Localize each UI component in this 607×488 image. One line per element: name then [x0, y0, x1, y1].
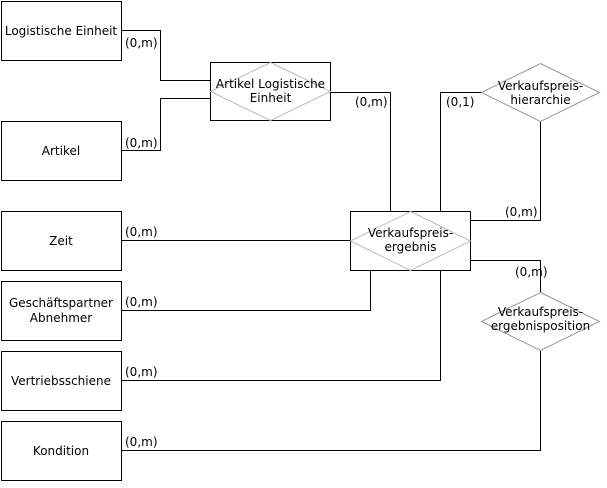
cardinality-geschaeftspartner: (0,m) — [125, 295, 158, 309]
edge-vph-bottom — [470, 121, 541, 221]
relationship-verkaufspreishierarchie — [480, 62, 601, 123]
relationship-ale-label-1: Artikel Logistische — [216, 77, 325, 91]
cardinality-logistische-einheit: (0,m) — [125, 36, 158, 50]
entity-vertriebsschiene-label: Vertriebsschiene — [11, 374, 111, 388]
edge-kondition — [121, 350, 541, 451]
entity-kondition-label: Kondition — [33, 444, 89, 458]
connection-lines — [121, 30, 541, 451]
entity-boxes — [1, 1, 122, 481]
cardinality-ale-vpe: (0,m) — [355, 95, 388, 109]
cardinality-artikel: (0,m) — [125, 136, 158, 150]
relationship-vph-label-2: hierarchie — [510, 93, 570, 107]
relationship-ale-label-2: Einheit — [250, 91, 292, 105]
entity-geschaeftspartner — [1, 281, 122, 341]
edge-ale-vpe — [330, 92, 391, 212]
relationship-vpe-label-1: Verkaufspreis- — [368, 226, 453, 240]
edge-vph-top — [440, 92, 482, 212]
cardinality-vertriebsschiene: (0,m) — [125, 365, 158, 379]
entity-zeit — [1, 211, 122, 271]
cardinality-zeit: (0,m) — [125, 225, 158, 239]
relationship-verkaufspreisergebnis — [349, 210, 472, 272]
entity-geschaeftspartner-label-2: Abnehmer — [30, 311, 92, 325]
relationship-vpe-label-2: ergebnis — [385, 240, 437, 254]
relationship-vpp-label-2: ergebnisposition — [491, 319, 590, 333]
entity-geschaeftspartner-label-1: Geschäftspartner — [9, 296, 113, 310]
entity-logistische-einheit — [1, 1, 122, 61]
entity-kondition — [1, 421, 122, 481]
entity-vertriebsschiene — [1, 351, 122, 411]
relationship-vph-label-1: Verkaufspreis- — [498, 79, 583, 93]
relationship-verkaufspreisergebnisposition — [480, 291, 601, 352]
relationship-vpp-label-1: Verkaufspreis- — [498, 305, 583, 319]
cardinality-vpp-top: (0,m) — [515, 265, 548, 279]
edge-vpp-top — [470, 260, 541, 293]
cardinality-vph-bottom: (0,m) — [505, 205, 538, 219]
cardinality-vph-top: (0,1) — [446, 95, 474, 109]
entity-artikel-label: Artikel — [42, 144, 80, 158]
cardinality-kondition: (0,m) — [125, 435, 158, 449]
entity-zeit-label: Zeit — [49, 234, 73, 248]
entity-logistische-einheit-label: Logistische Einheit — [5, 24, 118, 38]
relationship-artikel-logistische-einheit — [209, 61, 332, 122]
edge-artikel — [121, 98, 211, 151]
edge-geschaeftspartner — [121, 270, 371, 311]
edge-logistische-einheit — [121, 30, 211, 81]
entity-artikel — [1, 121, 122, 181]
edge-vertriebsschiene — [121, 270, 441, 381]
